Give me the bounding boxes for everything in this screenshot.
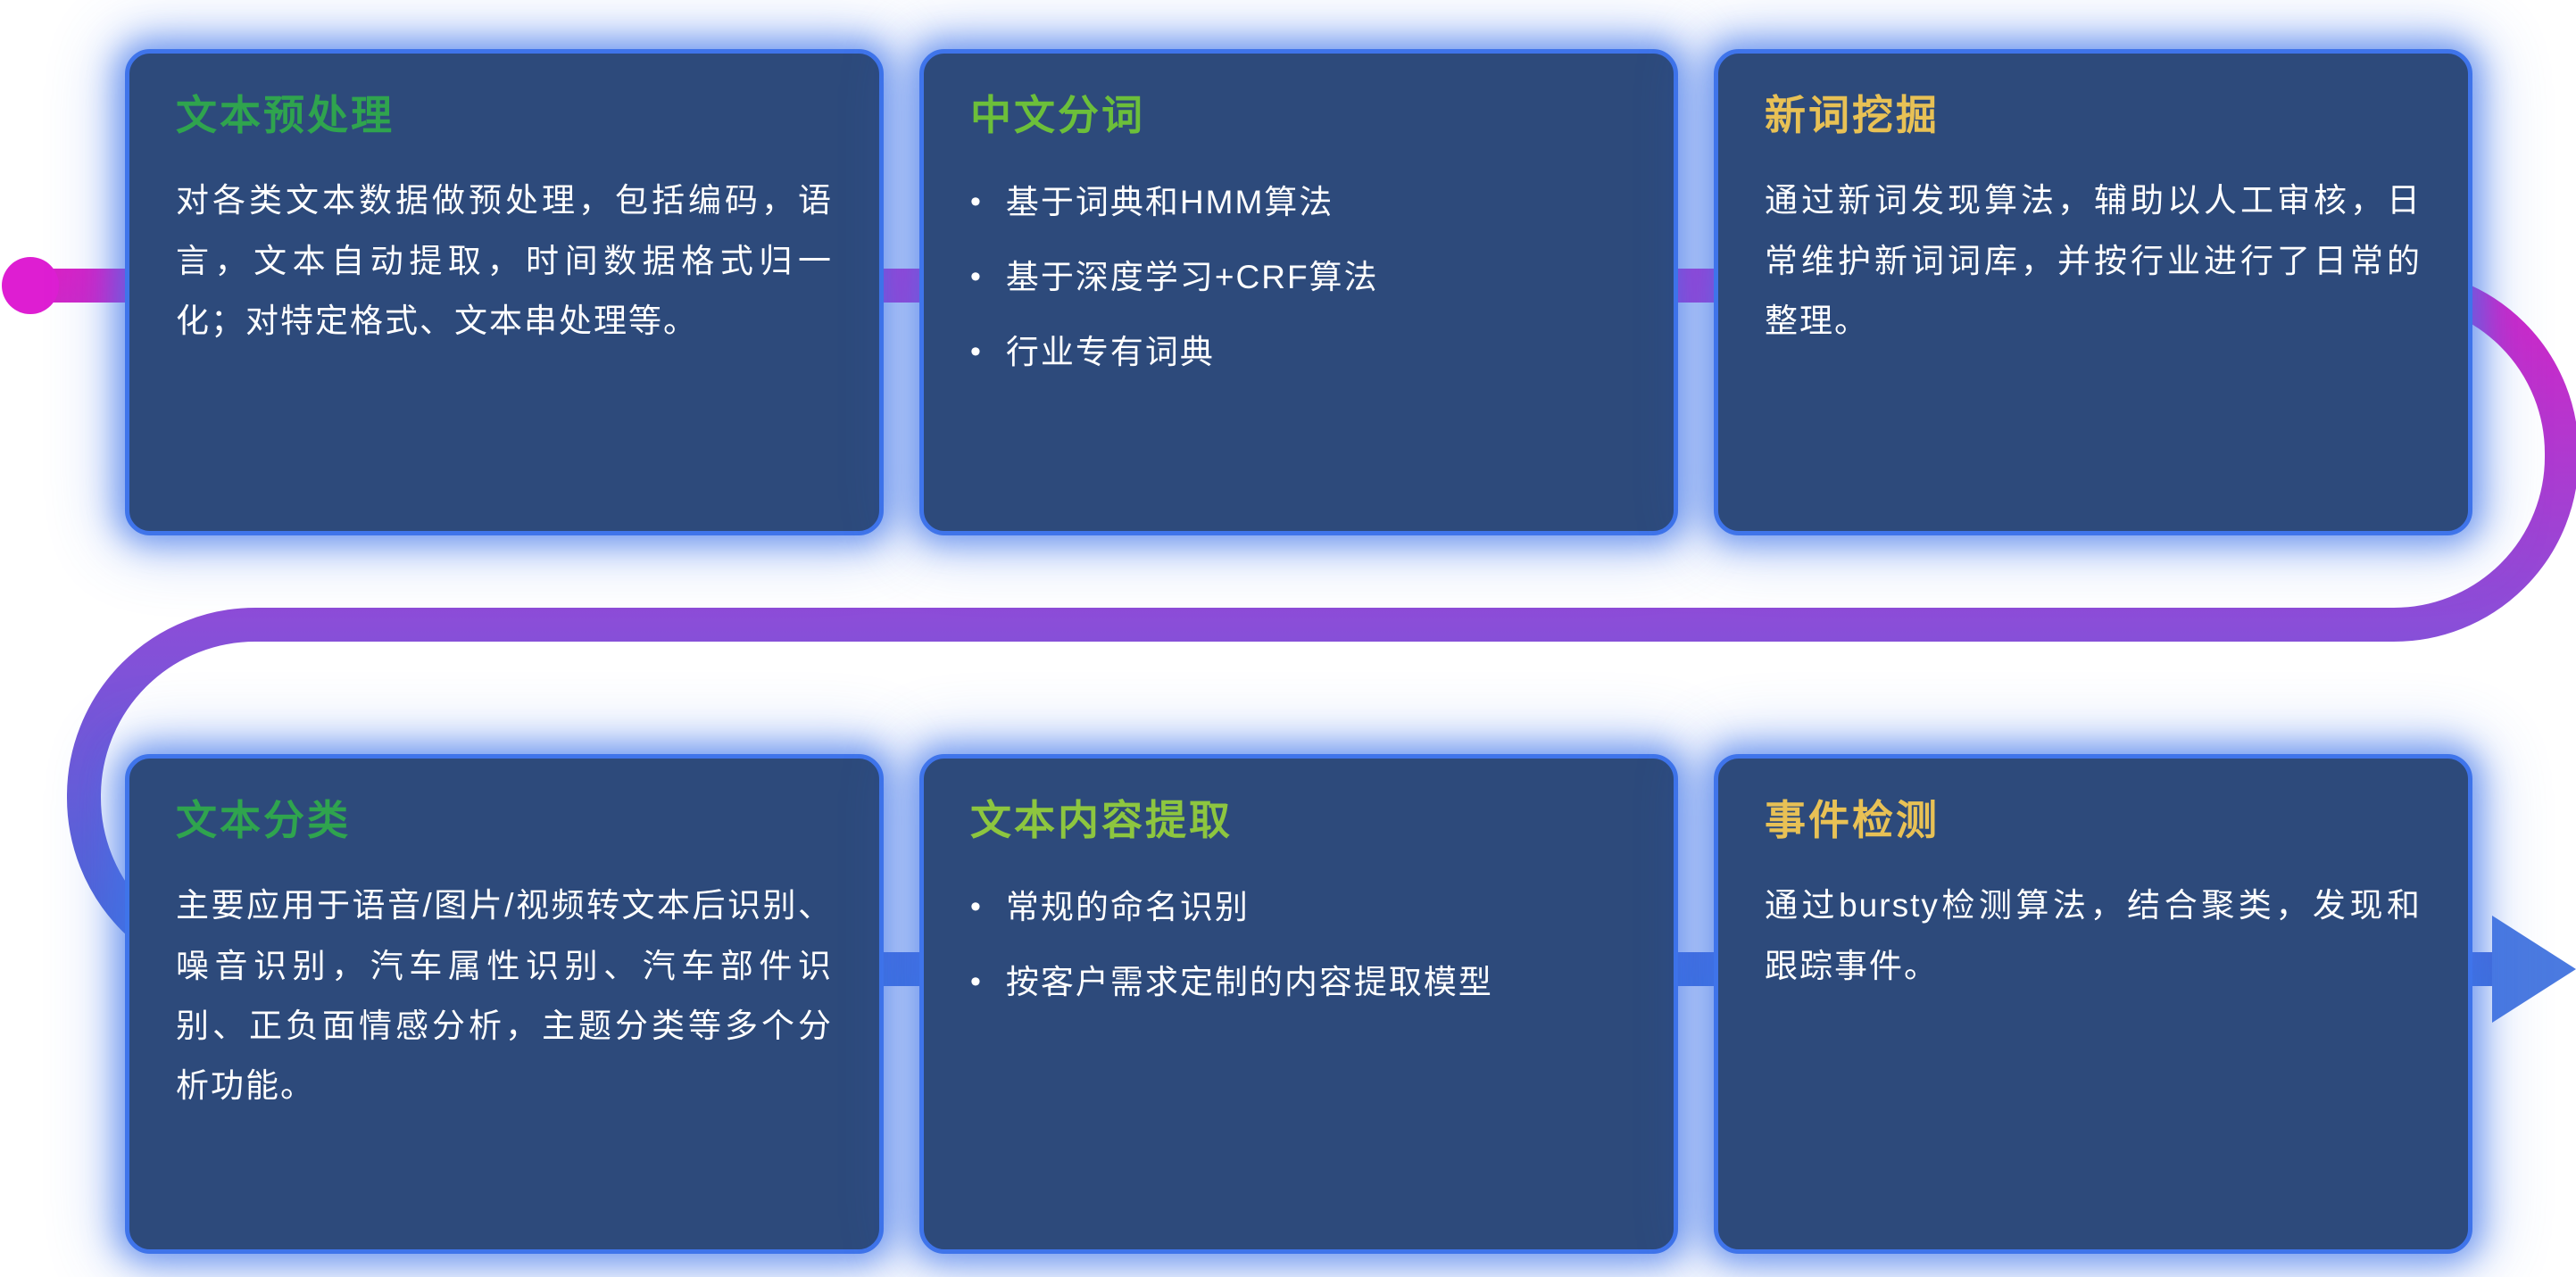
list-item: • 按客户需求定制的内容提取模型 xyxy=(970,959,1627,1006)
bullet-icon: • xyxy=(970,964,983,999)
bullet-icon: • xyxy=(970,334,983,369)
bullet-text: 基于词典和HMM算法 xyxy=(1005,184,1334,221)
bullet-text: 常规的命名识别 xyxy=(1005,889,1250,926)
list-item: • 基于词典和HMM算法 xyxy=(970,179,1627,226)
bullet-list: • 常规的命名识别 • 按客户需求定制的内容提取模型 xyxy=(970,884,1627,1006)
card-chinese-word-segmentation: 中文分词 • 基于词典和HMM算法 • 基于深度学习+CRF算法 • 行业专有词… xyxy=(919,49,1678,535)
card-title: 文本分类 xyxy=(176,797,351,843)
bullet-list: • 基于词典和HMM算法 • 基于深度学习+CRF算法 • 行业专有词典 xyxy=(970,179,1627,375)
card-text-content-extraction: 文本内容提取 • 常规的命名识别 • 按客户需求定制的内容提取模型 xyxy=(919,754,1678,1254)
card-title: 文本预处理 xyxy=(176,92,395,138)
bullet-icon: • xyxy=(970,185,983,220)
list-item: • 基于深度学习+CRF算法 xyxy=(970,254,1627,301)
flow-path xyxy=(29,269,2576,986)
card-body: 对各类文本数据做预处理，包括编码，语言，文本自动提取，时间数据格式归一化；对特定… xyxy=(176,182,833,339)
bullet-icon: • xyxy=(970,259,983,294)
flow-start-dot xyxy=(2,257,59,314)
bullet-icon: • xyxy=(970,890,983,925)
flow-end-arrow-icon xyxy=(2492,916,2576,1023)
card-body: 主要应用于语音/图片/视频转文本后识别、噪音识别，汽车属性识别、汽车部件识别、正… xyxy=(176,887,833,1105)
card-title: 事件检测 xyxy=(1765,797,1940,843)
card-title: 中文分词 xyxy=(970,92,1145,138)
card-event-detection: 事件检测 通过bursty检测算法，结合聚类，发现和跟踪事件。 xyxy=(1714,754,2472,1254)
bullet-text: 基于深度学习+CRF算法 xyxy=(1005,258,1379,295)
bullet-text: 行业专有词典 xyxy=(1005,333,1215,370)
card-new-word-mining: 新词挖掘 通过新词发现算法，辅助以人工审核，日常维护新词词库，并按行业进行了日常… xyxy=(1714,49,2472,535)
card-title: 新词挖掘 xyxy=(1765,92,1940,138)
card-body: 通过bursty检测算法，结合聚类，发现和跟踪事件。 xyxy=(1765,887,2422,984)
bullet-text: 按客户需求定制的内容提取模型 xyxy=(1005,963,1493,1000)
list-item: • 常规的命名识别 xyxy=(970,884,1627,931)
card-text-preprocessing: 文本预处理 对各类文本数据做预处理，包括编码，语言，文本自动提取，时间数据格式归… xyxy=(125,49,884,535)
list-item: • 行业专有词典 xyxy=(970,329,1627,376)
card-body: 通过新词发现算法，辅助以人工审核，日常维护新词词库，并按行业进行了日常的整理。 xyxy=(1765,182,2422,339)
card-title: 文本内容提取 xyxy=(970,797,1233,843)
card-text-classification: 文本分类 主要应用于语音/图片/视频转文本后识别、噪音识别，汽车属性识别、汽车部… xyxy=(125,754,884,1254)
